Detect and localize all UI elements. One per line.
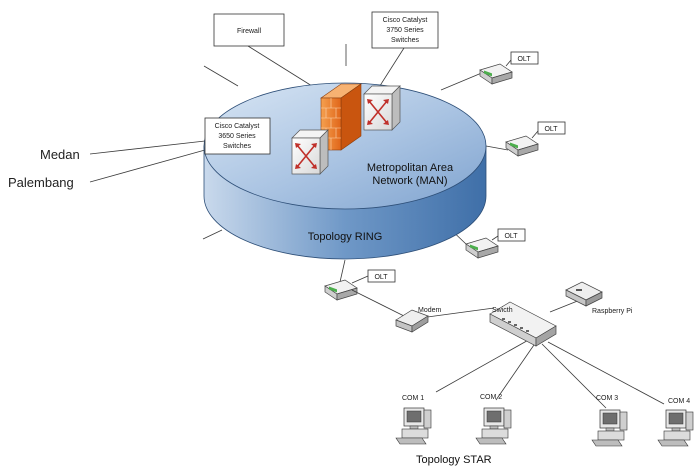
computer-icon-com2	[475, 407, 512, 445]
svg-text:3650 Series: 3650 Series	[218, 133, 256, 140]
switch-icon-star	[489, 301, 557, 347]
firewall-label: Firewall	[213, 13, 285, 47]
com-label-4: COM 4	[668, 398, 690, 405]
svg-text:OLT: OLT	[517, 56, 531, 63]
city-label-palembang: Palembang	[8, 175, 74, 190]
com-label-1: COM 1	[402, 395, 424, 402]
switch-icon-3750	[363, 85, 401, 131]
modem-icon	[395, 309, 429, 333]
svg-text:Switches: Switches	[223, 143, 252, 150]
raspberry-pi-icon	[565, 281, 603, 307]
olt-node-3: OLT	[465, 228, 526, 259]
svg-text:3750 Series: 3750 Series	[386, 27, 424, 34]
ring-topology-label: Topology RING	[308, 231, 383, 243]
olt-icon	[465, 237, 499, 259]
olt-node-2: OLT	[505, 121, 566, 157]
svg-text:Switches: Switches	[391, 37, 420, 44]
catalyst-3750-label: Cisco Catalyst 3750 Series Switches	[371, 11, 439, 49]
man-label-line2: Network (MAN)	[372, 175, 447, 187]
svg-text:Cisco Catalyst: Cisco Catalyst	[215, 123, 260, 130]
computer-icon-com3	[591, 409, 628, 447]
computer-icon-com4	[657, 409, 694, 447]
city-label-medan: Medan	[40, 147, 80, 162]
switch-icon-3650	[291, 129, 329, 175]
com-label-3: COM 3	[596, 395, 618, 402]
olt-icon	[479, 63, 513, 85]
com-label-2: COM 2	[480, 394, 502, 401]
catalyst-3650-label: Cisco Catalyst 3650 Series Switches	[204, 117, 271, 155]
star-lines	[351, 289, 665, 409]
computer-icon-com1	[395, 407, 432, 445]
switch-label: Swicth	[492, 307, 513, 314]
man-label-line1: Metropolitan Area	[367, 162, 454, 174]
star-topology-label: Topology STAR	[416, 454, 492, 466]
svg-text:Cisco Catalyst: Cisco Catalyst	[383, 17, 428, 24]
olt-node-4: OLT	[324, 269, 396, 301]
svg-text:OLT: OLT	[504, 233, 518, 240]
svg-text:OLT: OLT	[544, 126, 558, 133]
svg-text:Firewall: Firewall	[237, 28, 262, 35]
svg-text:OLT: OLT	[374, 274, 388, 281]
olt-icon	[505, 135, 539, 157]
modem-label: Modem	[418, 307, 442, 314]
raspberry-pi-label: Raspberry Pi	[592, 308, 633, 315]
olt-node-1: OLT	[479, 51, 539, 85]
